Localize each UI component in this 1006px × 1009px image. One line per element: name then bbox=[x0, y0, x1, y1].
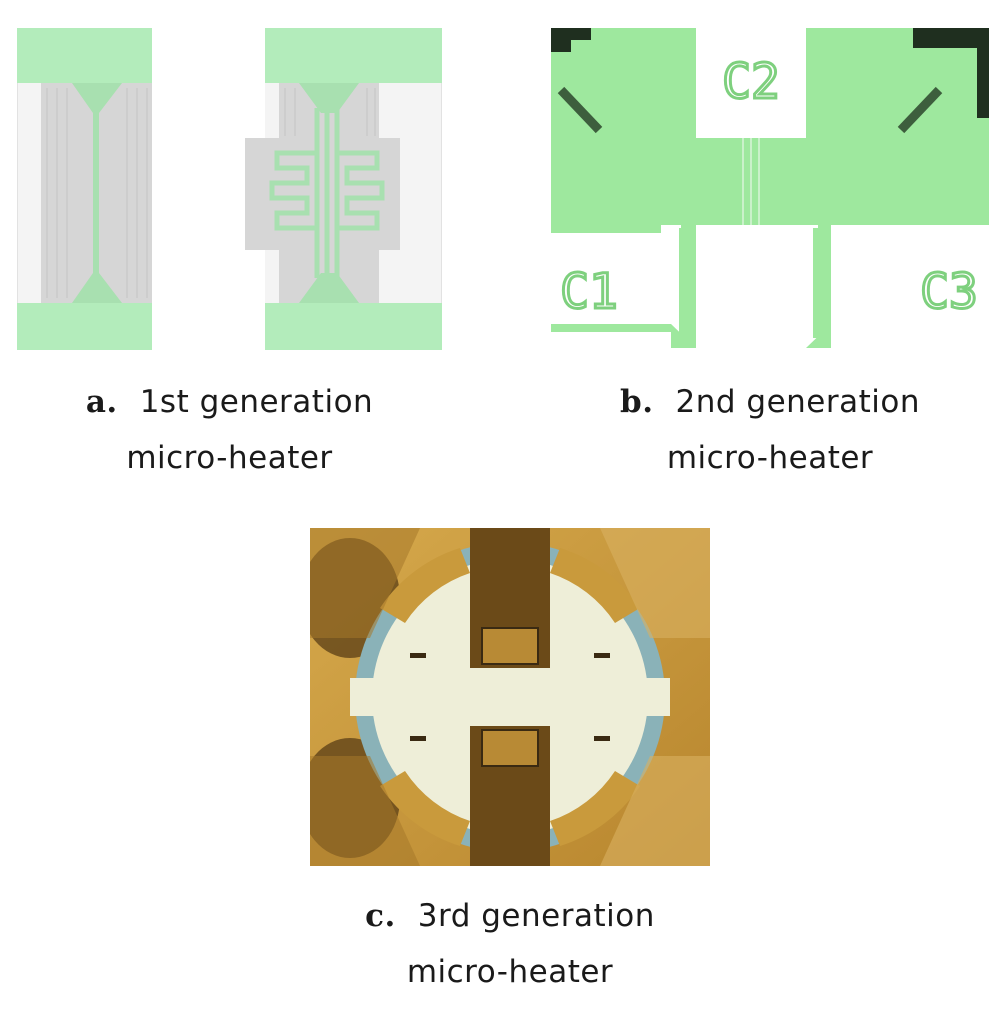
heater-3rd-gen-photo bbox=[310, 528, 710, 866]
caption-b: b. 2nd generation micro-heater bbox=[551, 374, 989, 486]
caption-c-title: 3rd generation bbox=[417, 898, 655, 934]
caption-a-title: 1st generation bbox=[139, 384, 374, 420]
label-c2: C2 bbox=[722, 54, 780, 110]
caption-b-letter: b. bbox=[620, 384, 654, 420]
caption-b-title: 2nd generation bbox=[675, 384, 920, 420]
panel-a-image bbox=[17, 28, 442, 350]
caption-b-line1: b. 2nd generation bbox=[551, 374, 989, 430]
caption-c-line2: micro-heater bbox=[406, 954, 614, 990]
panel-c-image bbox=[310, 528, 710, 866]
caption-a-line1: a. 1st generation bbox=[17, 374, 442, 430]
label-c1: C1 bbox=[560, 264, 618, 320]
panel-b-image: C2 C1 C3 bbox=[551, 28, 989, 348]
heater-1st-gen-diagram bbox=[17, 28, 442, 350]
caption-b-line2: micro-heater bbox=[666, 440, 874, 476]
caption-c: c. 3rd generation micro-heater bbox=[290, 888, 730, 1000]
caption-a-letter: a. bbox=[85, 384, 118, 420]
caption-a: a. 1st generation micro-heater bbox=[17, 374, 442, 486]
heater-2nd-gen-diagram: C2 C1 C3 bbox=[551, 28, 989, 348]
label-c3: C3 bbox=[920, 264, 978, 320]
caption-c-letter: c. bbox=[365, 898, 396, 934]
caption-c-line1: c. 3rd generation bbox=[290, 888, 730, 944]
caption-a-line2: micro-heater bbox=[126, 440, 333, 476]
